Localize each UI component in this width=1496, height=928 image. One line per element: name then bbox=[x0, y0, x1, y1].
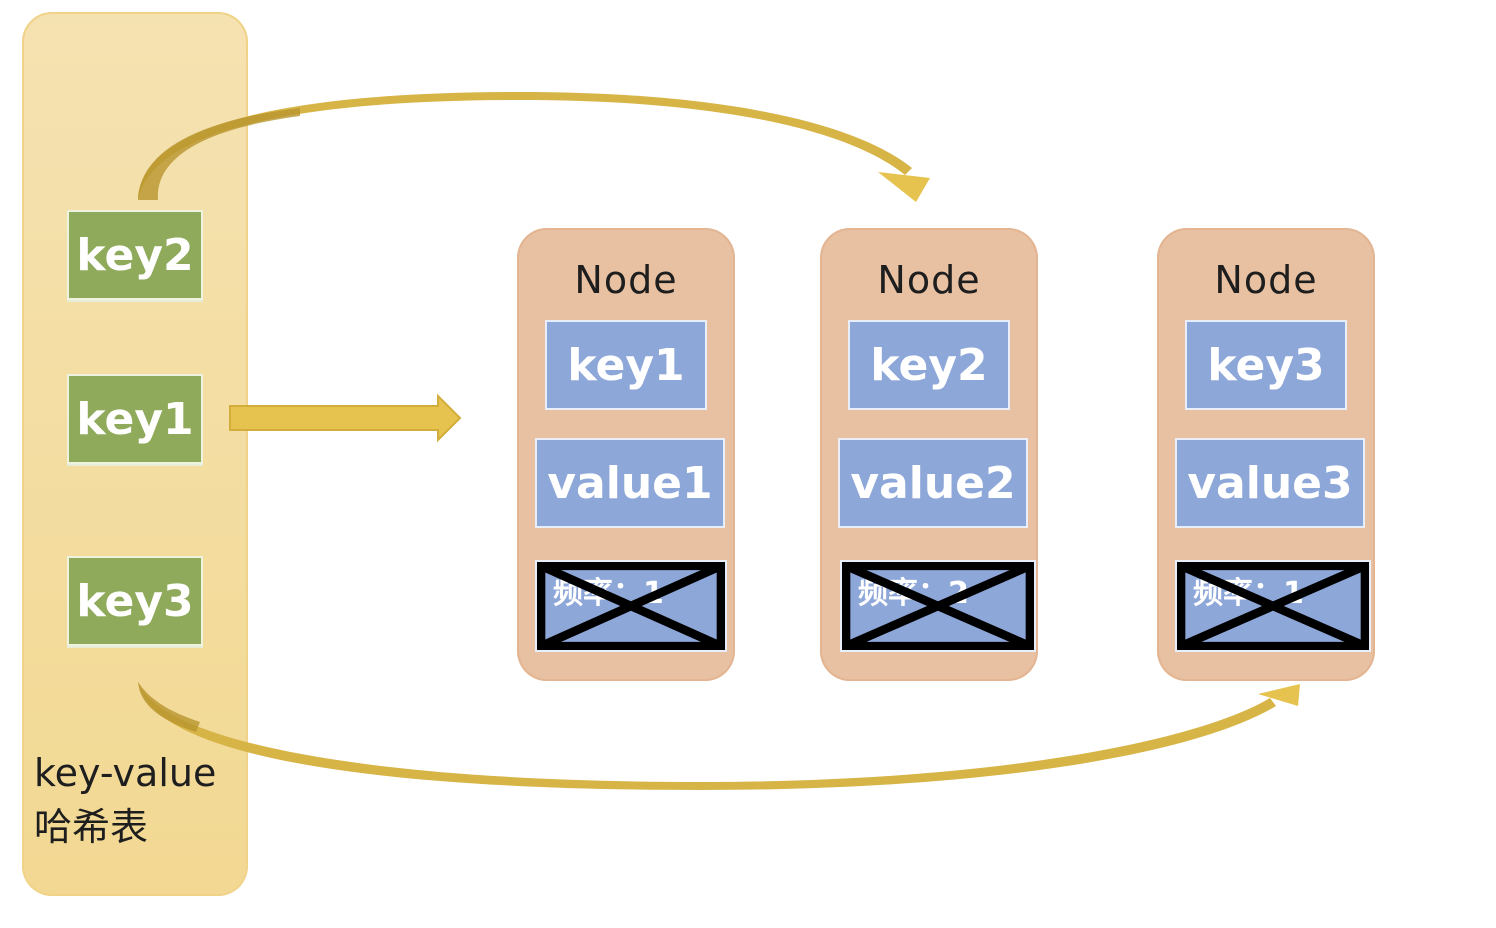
hash-key-key1: key1 bbox=[67, 374, 203, 464]
hash-caption-line2: 哈希表 bbox=[34, 805, 149, 849]
hash-caption-line1: key-value bbox=[34, 751, 217, 795]
node-3: Node key3 value3 频率：1 bbox=[1157, 228, 1375, 681]
node-title: Node bbox=[877, 258, 981, 302]
node-title: Node bbox=[574, 258, 678, 302]
node-value-cell: value3 bbox=[1175, 438, 1365, 528]
hash-key-key3: key3 bbox=[67, 556, 203, 646]
node-1: Node key1 value1 频率：1 bbox=[517, 228, 735, 681]
node-freq-cell: 频率：1 bbox=[1175, 560, 1371, 652]
node-key-cell: key1 bbox=[545, 320, 707, 410]
arrow-key3-to-node3 bbox=[138, 682, 1300, 790]
node-key-cell: key3 bbox=[1185, 320, 1347, 410]
node-freq-cell: 频率：1 bbox=[535, 560, 727, 652]
node-2: Node key2 value2 频率：2 bbox=[820, 228, 1038, 681]
node-freq-cell: 频率：2 bbox=[840, 560, 1036, 652]
node-key-cell: key2 bbox=[848, 320, 1010, 410]
arrow-key1-to-node1 bbox=[229, 393, 462, 443]
hash-table-caption: key-value 哈希表 bbox=[34, 746, 244, 854]
cross-out-icon bbox=[842, 562, 1034, 650]
cross-out-icon bbox=[537, 562, 725, 650]
cross-out-icon bbox=[1177, 562, 1369, 650]
node-title: Node bbox=[1214, 258, 1318, 302]
node-value-cell: value2 bbox=[838, 438, 1028, 528]
node-value-cell: value1 bbox=[535, 438, 725, 528]
arrow-key2-to-node2 bbox=[138, 92, 930, 202]
hash-key-key2: key2 bbox=[67, 210, 203, 300]
